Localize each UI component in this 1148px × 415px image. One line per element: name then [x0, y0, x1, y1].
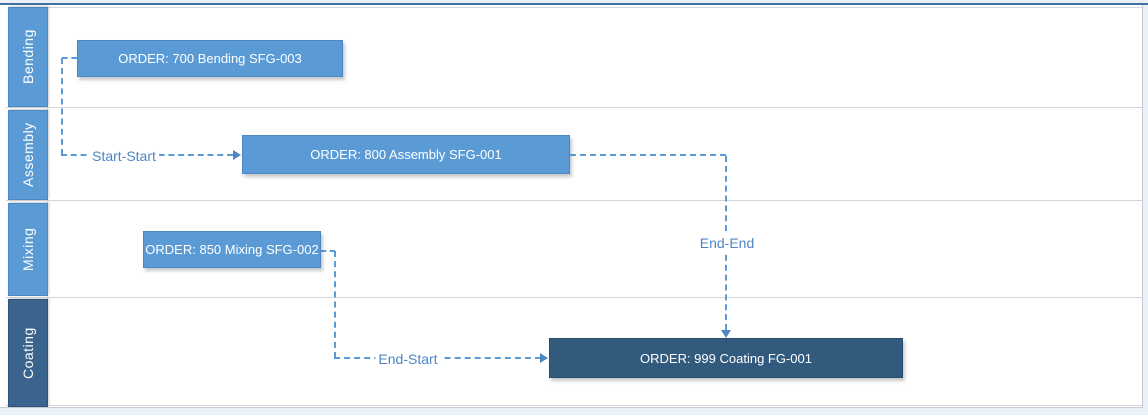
- row-label-coating-text: Coating: [20, 327, 36, 379]
- row-label-assembly: Assembly: [8, 110, 48, 200]
- row-label-assembly-text: Assembly: [20, 122, 36, 188]
- order-bar-700-bending[interactable]: ORDER: 700 Bending SFG-003: [77, 40, 343, 77]
- row-label-mixing: Mixing: [8, 203, 48, 296]
- link-end-end-horizontal: [570, 154, 726, 156]
- top-border-rule: [0, 3, 1148, 5]
- link-end-end-arrow-icon: [721, 330, 731, 338]
- row-label-coating: Coating: [8, 299, 48, 407]
- link-end-end-label: End-End: [696, 235, 758, 251]
- row-label-bending: Bending: [8, 7, 48, 107]
- link-end-start-label: End-Start: [375, 351, 441, 367]
- order-bar-800-assembly[interactable]: ORDER: 800 Assembly SFG-001: [242, 135, 570, 174]
- link-end-start-vertical: [334, 251, 336, 358]
- order-bar-700-label: ORDER: 700 Bending SFG-003: [118, 51, 302, 66]
- link-end-start-arrow-icon: [540, 353, 548, 363]
- link-start-start-label: Start-Start: [89, 148, 159, 164]
- order-bar-999-label: ORDER: 999 Coating FG-001: [640, 350, 812, 366]
- link-start-start-stub: [62, 57, 77, 59]
- row-divider-bottom: [6, 405, 1142, 406]
- row-divider-3: [6, 297, 1142, 298]
- link-start-start-vertical: [61, 58, 63, 155]
- link-end-start-stub: [321, 250, 335, 252]
- link-start-start-arrow-icon: [233, 150, 241, 160]
- row-label-mixing-text: Mixing: [20, 227, 36, 272]
- order-bar-999-coating[interactable]: ORDER: 999 Coating FG-001: [549, 338, 903, 378]
- order-bar-850-label: ORDER: 850 Mixing SFG-002: [145, 242, 319, 257]
- row-divider-2: [6, 200, 1142, 201]
- order-bar-800-label: ORDER: 800 Assembly SFG-001: [310, 147, 502, 162]
- order-bar-850-mixing[interactable]: ORDER: 850 Mixing SFG-002: [143, 231, 321, 268]
- row-divider-top: [47, 7, 1142, 8]
- row-divider-1: [6, 107, 1142, 108]
- row-label-bending-text: Bending: [20, 29, 36, 85]
